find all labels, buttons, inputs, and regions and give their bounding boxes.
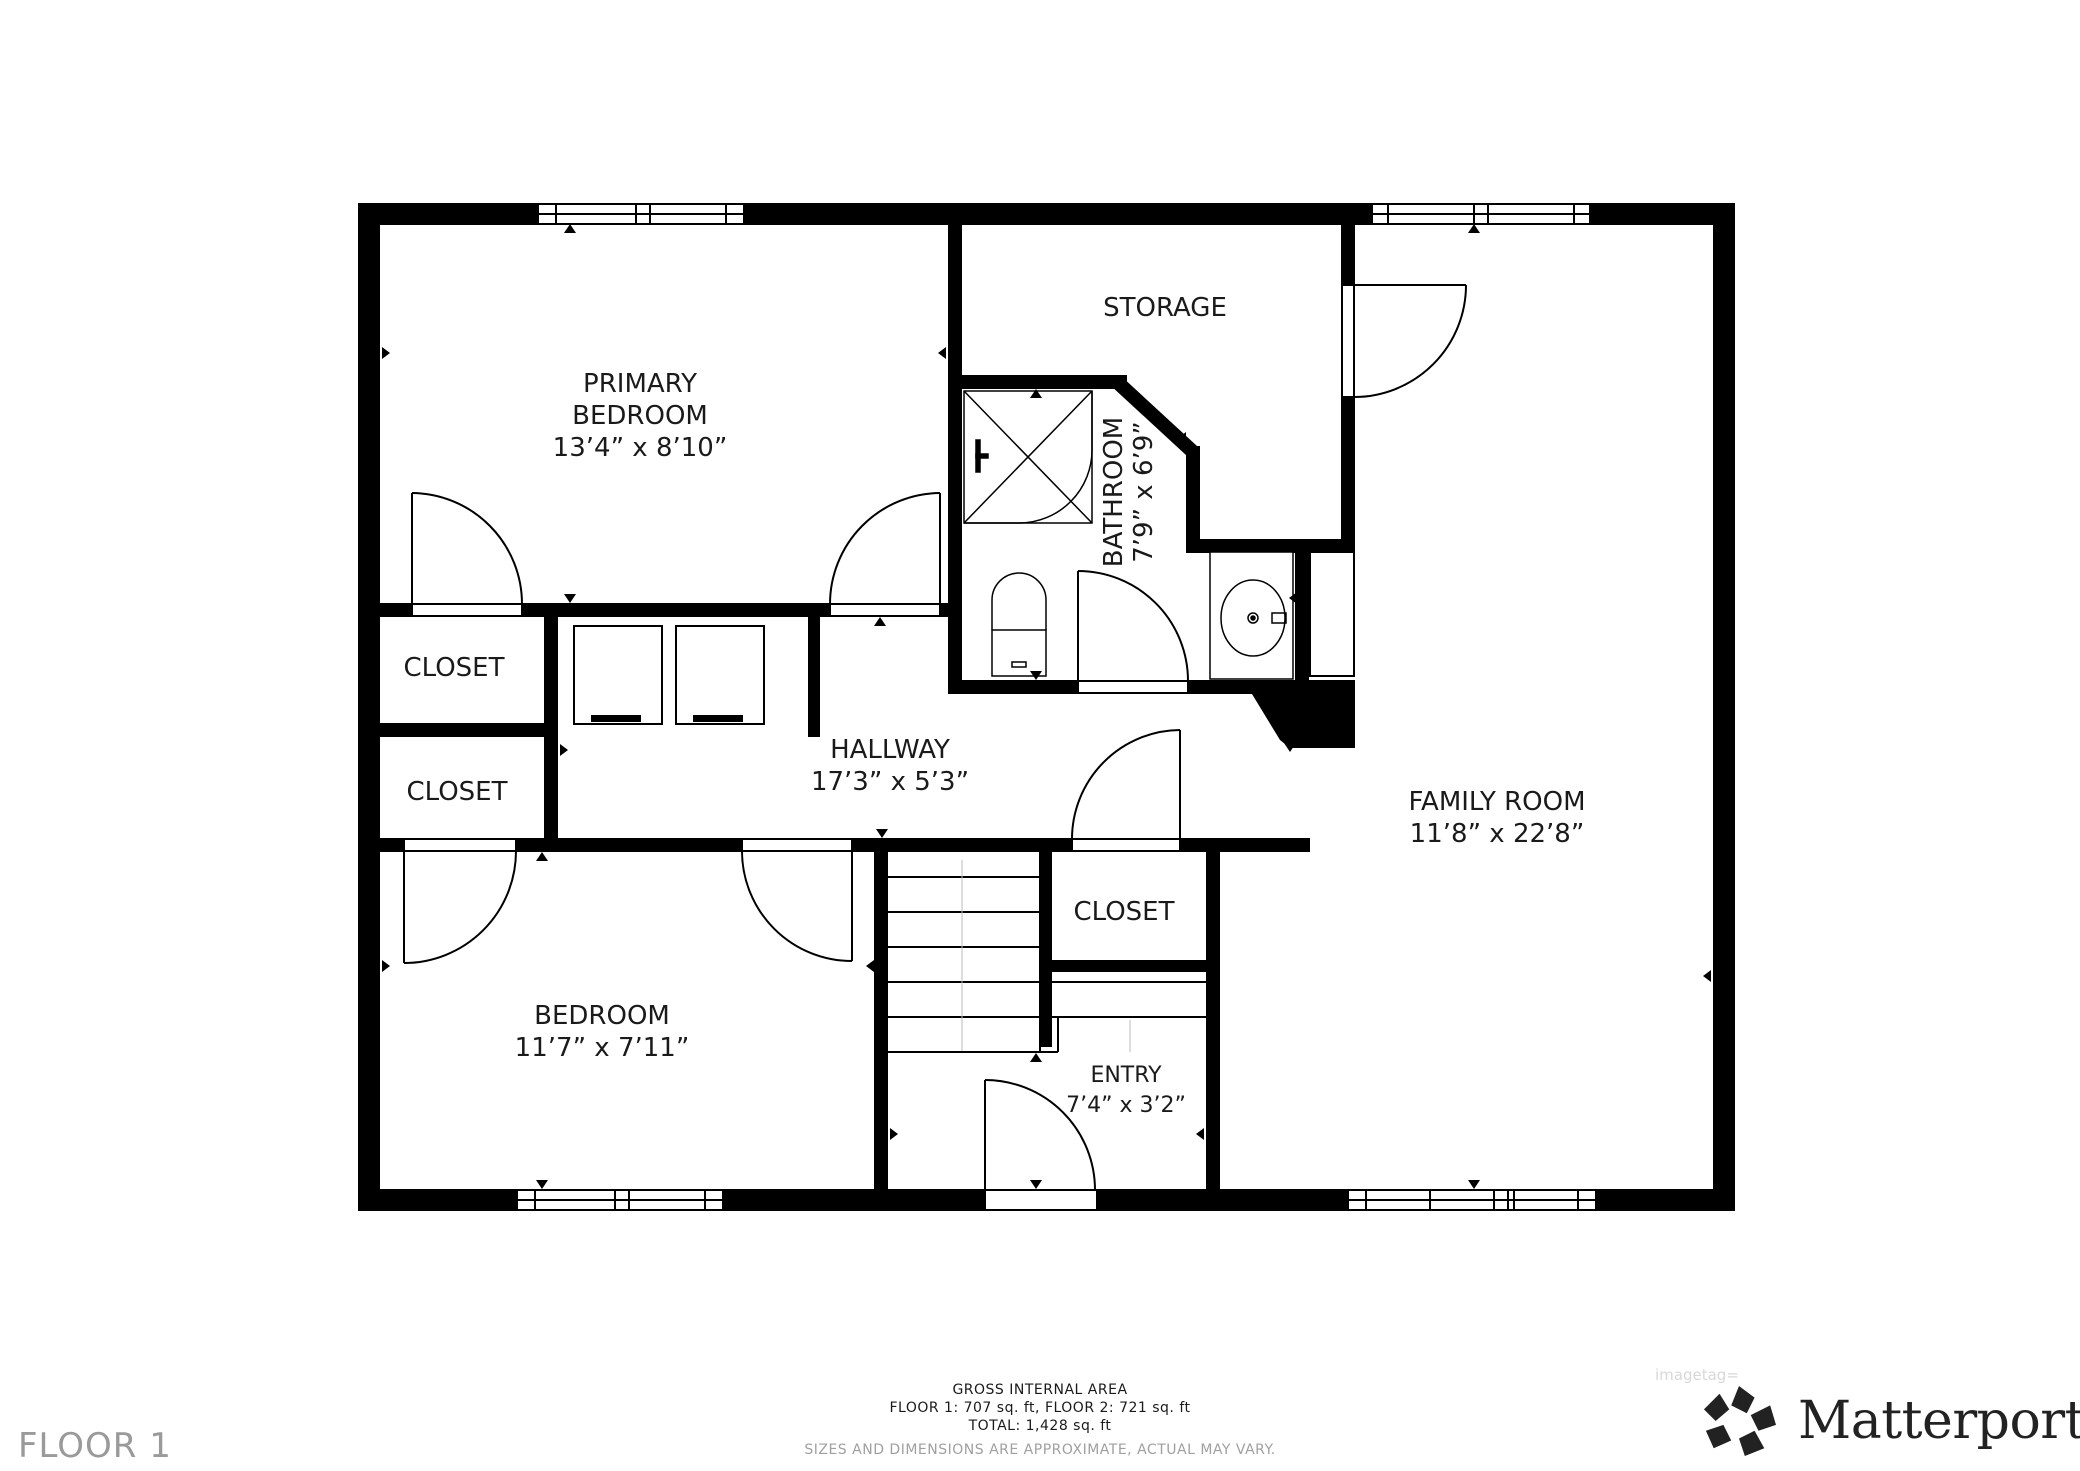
gross-area-heading: GROSS INTERNAL AREA xyxy=(952,1382,1128,1398)
primary-bedroom-dims: 13’4” x 8’10” xyxy=(553,433,728,463)
image-tag: imagetag= xyxy=(1655,1366,1739,1384)
matterport-brand: Matterport® xyxy=(1700,1384,2080,1458)
hallway-dims: 17’3” x 5’3” xyxy=(811,767,969,797)
windows xyxy=(516,203,1597,1211)
closet-lower-label: CLOSET xyxy=(407,777,508,807)
laundry-appliances xyxy=(573,625,765,725)
hallway-label: HALLWAY xyxy=(830,735,950,765)
primary-bedroom-label-2: BEDROOM xyxy=(572,401,708,431)
bedroom-dims: 11’7” x 7’11” xyxy=(515,1033,690,1063)
matterport-wordmark: Matterport® xyxy=(1798,1391,2080,1451)
stairs xyxy=(888,844,1206,1053)
entry-dims: 7’4” x 3’2” xyxy=(1066,1093,1186,1118)
bathroom-fixtures xyxy=(963,390,1294,680)
primary-bedroom-label-1: PRIMARY xyxy=(583,369,697,399)
family-room-label: FAMILY ROOM xyxy=(1408,787,1585,817)
total-area: TOTAL: 1,428 sq. ft xyxy=(968,1418,1112,1434)
storage-label: STORAGE xyxy=(1103,293,1227,323)
floor-label: FLOOR 1 xyxy=(18,1426,172,1466)
matterport-logo-icon xyxy=(1703,1385,1776,1457)
room-labels: PRIMARY BEDROOM 13’4” x 8’10” STORAGE BA… xyxy=(404,293,1586,1118)
closet-center-label: CLOSET xyxy=(1074,897,1175,927)
bathroom-label: BATHROOM xyxy=(1099,417,1129,567)
doors xyxy=(403,284,1467,1211)
bathroom-dims: 7’9” x 6’9” xyxy=(1129,421,1159,563)
bedroom-label: BEDROOM xyxy=(534,1001,670,1031)
wall-markers xyxy=(382,224,1711,1189)
entry-label: ENTRY xyxy=(1090,1063,1162,1088)
closet-upper-label: CLOSET xyxy=(404,653,505,683)
family-room-dims: 11’8” x 22’8” xyxy=(1410,819,1585,849)
floor-areas: FLOOR 1: 707 sq. ft, FLOOR 2: 721 sq. ft xyxy=(889,1400,1191,1416)
disclaimer: SIZES AND DIMENSIONS ARE APPROXIMATE, AC… xyxy=(804,1442,1276,1458)
